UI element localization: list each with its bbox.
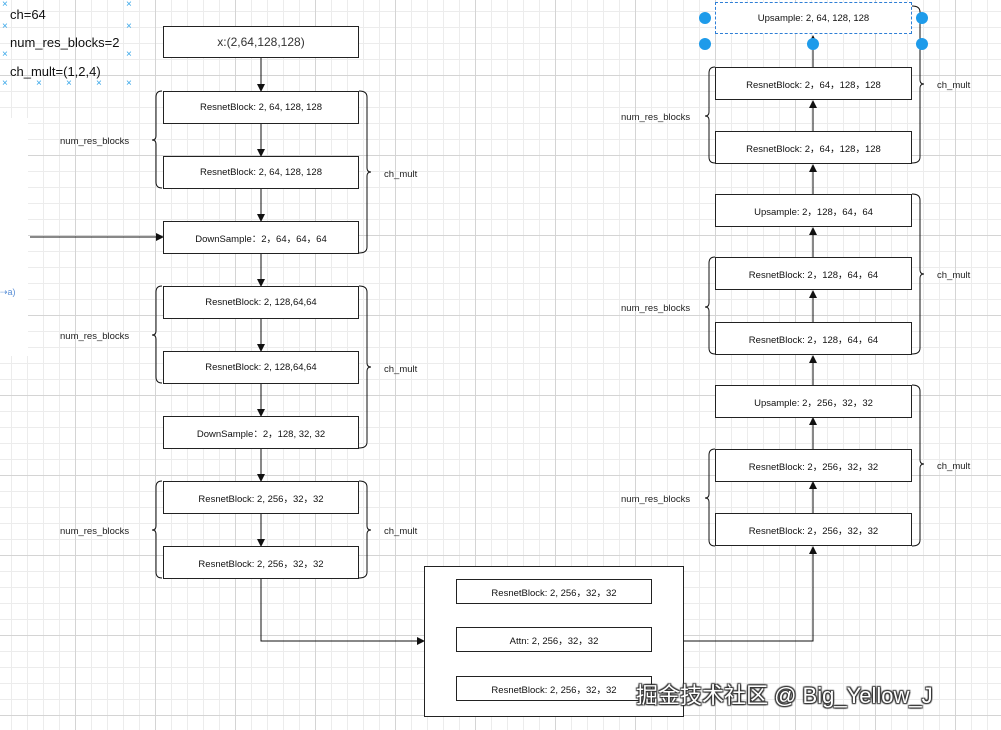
downsample-block-1[interactable]: DownSample：2，64，64，64 — [163, 221, 359, 254]
selection-mark: × — [66, 78, 72, 89]
down-resnet-block-2[interactable]: ResnetBlock: 2, 64, 128, 128 — [163, 156, 359, 189]
selection-mark: × — [2, 21, 8, 32]
up-resnet-block-3[interactable]: ResnetBlock: 2，128，64，64 — [715, 257, 912, 290]
down-resnet-block-5[interactable]: ResnetBlock: 2, 256，32，32 — [163, 481, 359, 514]
brace-left-3 — [151, 480, 163, 579]
brace-up-left-2 — [704, 256, 716, 355]
up-resnet-block-6[interactable]: ResnetBlock: 2，256，32，32 — [715, 513, 912, 546]
selection-mark: × — [126, 49, 132, 60]
selection-mark: × — [36, 78, 42, 89]
label-ch-mult: ch_mult — [384, 169, 418, 180]
watermark-text: 掘金技术社区 @ Big_Yellow_J — [636, 683, 933, 708]
selection-mark: × — [2, 0, 8, 10]
label-num-res-blocks: num_res_blocks — [60, 136, 130, 147]
selection-mark: × — [2, 49, 8, 60]
input-shape-box[interactable]: x:(2,64,128,128) — [163, 26, 359, 58]
brace-up-left-3 — [704, 448, 716, 547]
brace-up-right-2 — [911, 193, 925, 355]
mid-attn-block[interactable]: Attn: 2, 256，32，32 — [456, 627, 652, 652]
label-num-res-blocks: num_res_blocks — [60, 331, 130, 342]
downsample-block-2[interactable]: DownSample：2，128, 32, 32 — [163, 416, 359, 449]
selection-mark: × — [126, 0, 132, 10]
up-resnet-block-5[interactable]: ResnetBlock: 2，256，32，32 — [715, 449, 912, 482]
side-panel — [0, 118, 28, 356]
up-resnet-block-2[interactable]: ResnetBlock: 2，64，128，128 — [715, 131, 912, 164]
brace-right-2 — [358, 285, 372, 449]
mid-resnet-block-bottom[interactable]: ResnetBlock: 2, 256，32，32 — [456, 676, 652, 701]
down-resnet-block-3[interactable]: ResnetBlock: 2, 128,64,64 — [163, 286, 359, 319]
selection-handle[interactable] — [916, 38, 928, 50]
up-resnet-block-1[interactable]: ResnetBlock: 2，64，128，128 — [715, 67, 912, 100]
brace-up-left-1 — [704, 66, 716, 164]
side-panel-icon: ⇢a) — [0, 287, 16, 297]
selection-handle[interactable] — [699, 12, 711, 24]
param-ch[interactable]: ch=64 — [10, 7, 46, 22]
arrow-down-to-middle — [260, 578, 425, 645]
brace-up-right-3 — [911, 384, 925, 547]
brace-up-right-1 — [911, 5, 925, 164]
label-num-res-blocks: num_res_blocks — [60, 526, 130, 537]
label-num-res-blocks: num_res_blocks — [621, 494, 691, 505]
mid-resnet-block-top[interactable]: ResnetBlock: 2, 256，32，32 — [456, 579, 652, 604]
label-ch-mult: ch_mult — [937, 270, 971, 281]
brace-left-2 — [151, 285, 163, 384]
up-resnet-block-4[interactable]: ResnetBlock: 2，128，64，64 — [715, 322, 912, 355]
label-ch-mult: ch_mult — [937, 80, 971, 91]
down-resnet-block-1[interactable]: ResnetBlock: 2, 64, 128, 128 — [163, 91, 359, 124]
selection-handle[interactable] — [807, 38, 819, 50]
brace-right-1 — [358, 90, 372, 254]
label-num-res-blocks: num_res_blocks — [621, 303, 691, 314]
selection-mark: × — [2, 78, 8, 89]
upsample-block-3[interactable]: Upsample: 2，256，32，32 — [715, 385, 912, 418]
selection-mark: × — [126, 78, 132, 89]
brace-left-1 — [151, 90, 163, 189]
down-resnet-block-4[interactable]: ResnetBlock: 2, 128,64,64 — [163, 351, 359, 384]
param-num-res-blocks[interactable]: num_res_blocks=2 — [10, 35, 120, 50]
label-num-res-blocks: num_res_blocks — [621, 112, 691, 123]
selection-handle[interactable] — [699, 38, 711, 50]
label-ch-mult: ch_mult — [384, 526, 418, 537]
arrow-middle-to-up — [684, 546, 817, 642]
selection-handle[interactable] — [916, 12, 928, 24]
label-ch-mult: ch_mult — [937, 461, 971, 472]
upsample-block-top[interactable]: Upsample: 2, 64, 128, 128 — [715, 2, 912, 34]
selection-mark: × — [126, 21, 132, 32]
upsample-block-2[interactable]: Upsample: 2，128，64，64 — [715, 194, 912, 227]
label-ch-mult: ch_mult — [384, 364, 418, 375]
brace-right-3 — [358, 480, 372, 579]
down-resnet-block-6[interactable]: ResnetBlock: 2, 256，32，32 — [163, 546, 359, 579]
selection-mark: × — [96, 78, 102, 89]
param-ch-mult[interactable]: ch_mult=(1,2,4) — [10, 64, 101, 79]
